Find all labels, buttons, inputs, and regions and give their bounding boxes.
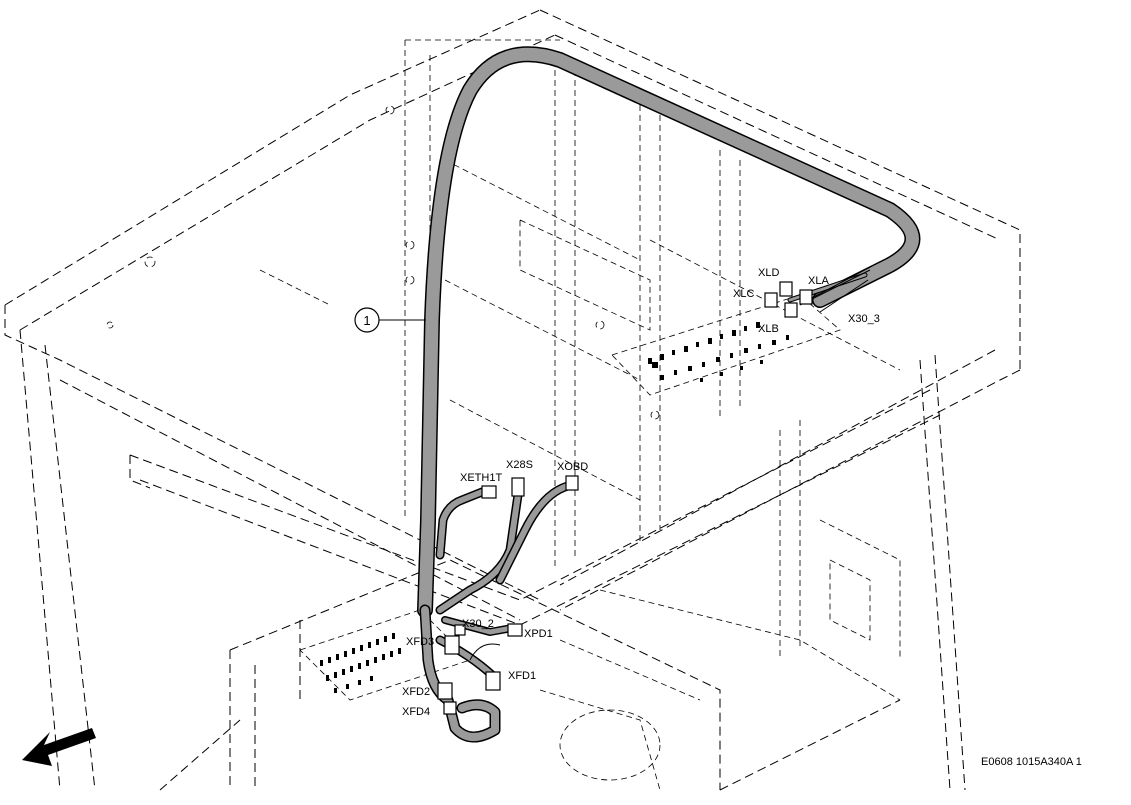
- connector-label-group: XLD XLA XLC XLB X30_3 XETH1T X28S XOBD X…: [402, 267, 880, 718]
- label-xla: XLA: [808, 275, 829, 287]
- lower-control-board: [299, 609, 471, 701]
- label-xfd3: XFD3: [406, 636, 434, 648]
- connector-xla: [799, 289, 813, 305]
- connector-xfd1: [485, 671, 501, 691]
- connector-xfd4: [443, 701, 457, 715]
- label-x30-3: X30_3: [848, 313, 880, 325]
- callout-number: 1: [363, 313, 370, 328]
- item-callout: 1: [354, 307, 426, 333]
- label-xlb: XLB: [758, 323, 779, 335]
- connector-xlb: [784, 302, 798, 318]
- connector-xfd3: [444, 635, 460, 655]
- figure-reference-code: E0608 1015A340A 1: [981, 756, 1082, 768]
- label-xeth1t: XETH1T: [460, 472, 502, 484]
- direction-arrow-icon: [22, 728, 96, 766]
- label-xld: XLD: [758, 267, 779, 279]
- label-x28s: X28S: [506, 459, 533, 471]
- connector-xfd2: [437, 682, 453, 700]
- connector-xobd: [565, 475, 579, 491]
- connector-xeth1t: [481, 485, 497, 499]
- connectors: [437, 281, 813, 715]
- label-xpd1: XPD1: [524, 628, 553, 640]
- label-xobd: XOBD: [557, 461, 588, 473]
- connector-xpd1: [507, 623, 523, 637]
- label-x30-2: X30_2: [462, 618, 494, 630]
- label-xfd1: XFD1: [508, 670, 536, 682]
- connector-xlc: [764, 292, 778, 308]
- upper-control-board: [611, 294, 841, 396]
- callout-circle: [354, 307, 380, 333]
- main-wiring-harness: [417, 46, 921, 618]
- label-xlc: XLC: [733, 288, 754, 300]
- connector-x30_2: [454, 624, 466, 636]
- connector-xld: [779, 281, 793, 297]
- label-xfd2: XFD2: [402, 686, 430, 698]
- label-xfd4: XFD4: [402, 706, 430, 718]
- connector-x28s: [511, 477, 525, 497]
